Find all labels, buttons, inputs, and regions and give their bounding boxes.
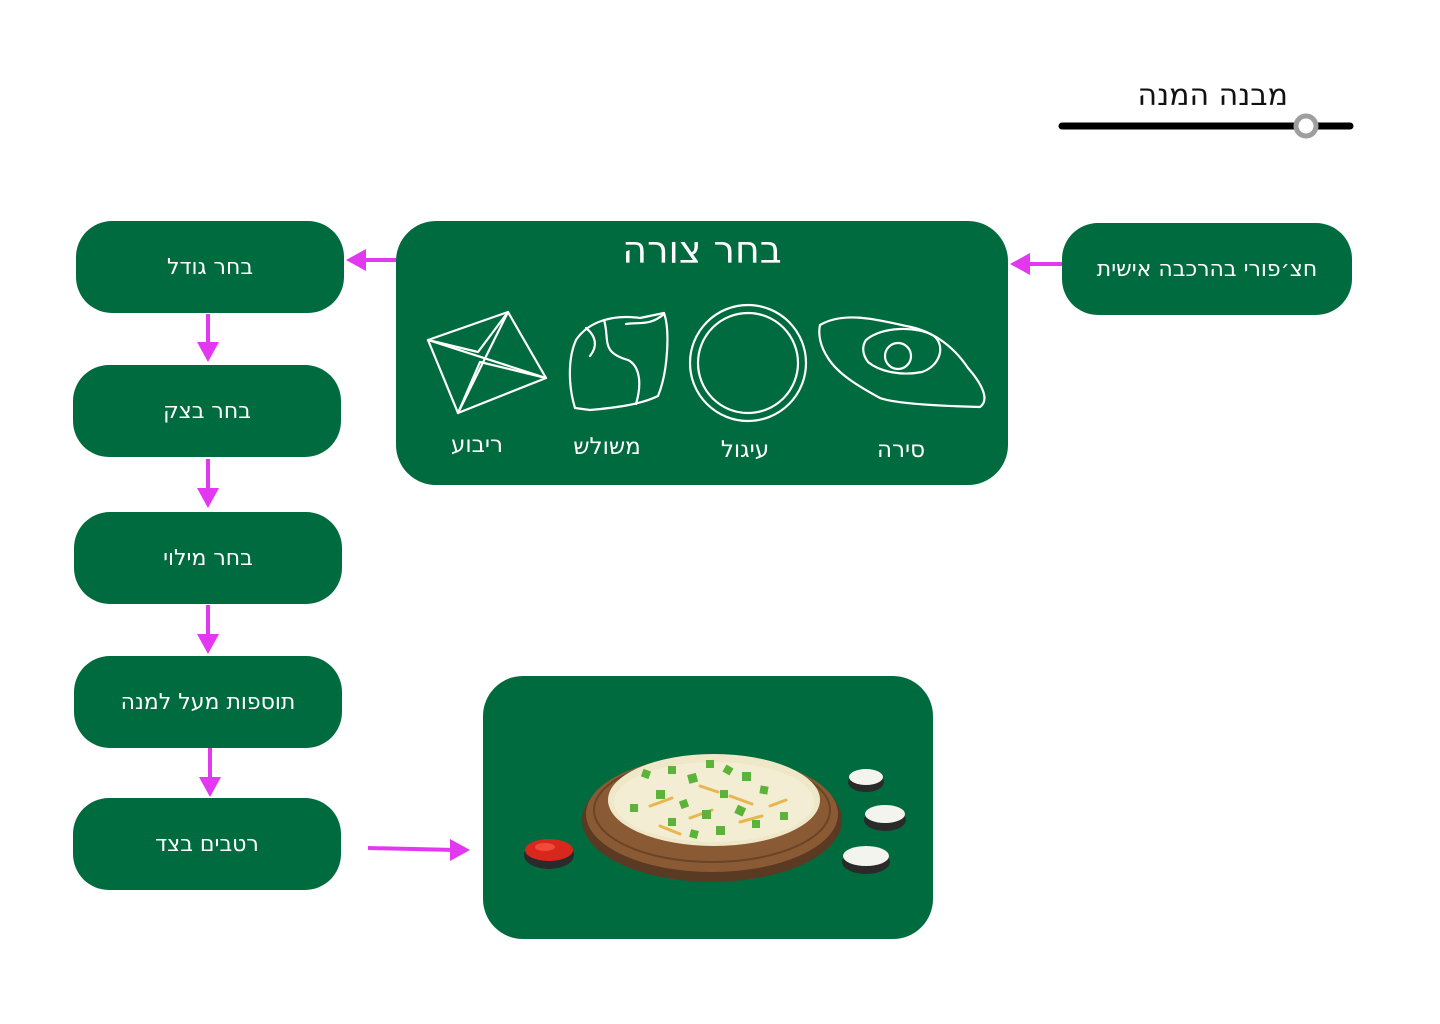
step-toppings-box: תוספות מעל למנה xyxy=(74,656,342,748)
arrow-head xyxy=(197,342,219,362)
dish-image-box xyxy=(483,676,933,939)
step-dough-box: בחר בצק xyxy=(73,365,341,457)
arrow-head xyxy=(197,488,219,508)
start-label: חצ׳פורי בהרכבה אישית xyxy=(1096,256,1318,282)
shape-option-boat[interactable]: סירה xyxy=(876,437,926,463)
arrow-sauces-to-dish xyxy=(367,846,457,852)
step-filling-box: בחר מילוי xyxy=(74,512,342,604)
arrow-head xyxy=(450,839,470,861)
arrow-head xyxy=(1010,253,1030,275)
step-filling-label: בחר מילוי xyxy=(163,545,253,571)
page-title: מבנה המנה xyxy=(1137,78,1288,113)
shape-option-square[interactable]: ריבוע xyxy=(450,432,504,458)
step-sauces-label: רטבים בצד xyxy=(155,831,259,857)
shape-box-title: בחר צורה xyxy=(622,228,782,272)
arrow-head xyxy=(346,249,366,271)
step-sauces-box: רטבים בצד xyxy=(73,798,341,890)
start-box: חצ׳פורי בהרכבה אישית xyxy=(1062,223,1352,315)
progress-knob xyxy=(1293,113,1319,139)
step-size-box: בחר גודל xyxy=(76,221,344,313)
arrow-head xyxy=(197,634,219,654)
step-dough-label: בחר בצק xyxy=(163,398,251,424)
shape-option-circle[interactable]: עיגול xyxy=(720,437,770,463)
step-size-label: בחר גודל xyxy=(166,254,254,280)
step-toppings-label: תוספות מעל למנה xyxy=(120,689,296,715)
arrow-head xyxy=(199,777,221,797)
shape-option-triangle[interactable]: משולש xyxy=(573,434,641,460)
